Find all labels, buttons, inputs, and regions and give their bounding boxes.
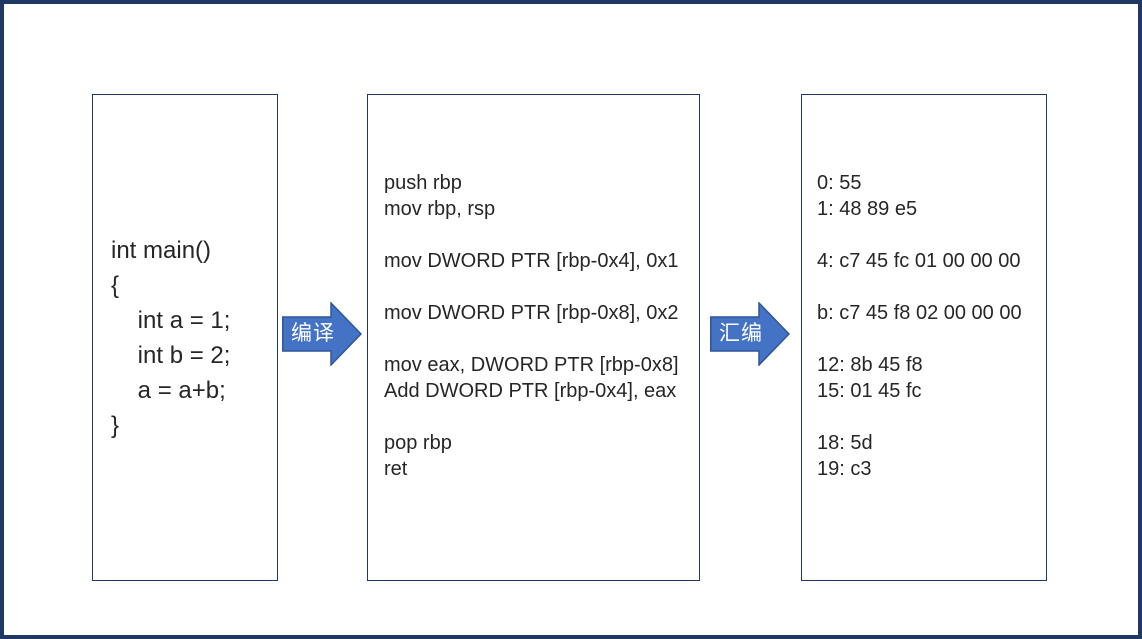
code-line: 4: c7 45 fc 01 00 00 00 xyxy=(817,250,1021,272)
code-line xyxy=(384,404,679,430)
code-line xyxy=(384,326,679,352)
machine-code-text: 0: 55 1: 48 89 e5 4: c7 45 fc 01 00 00 00… xyxy=(817,170,1022,482)
source-code-text: int main() { int a = 1; int b = 2; a = a+… xyxy=(111,233,230,443)
code-line: 12: 8b 45 f8 xyxy=(817,354,923,376)
code-line xyxy=(817,222,1022,248)
assembly-code-text: push rbp mov rbp, rsp mov DWORD PTR [rbp-… xyxy=(384,170,679,482)
code-line xyxy=(384,274,679,300)
code-line: { xyxy=(111,271,120,299)
code-line: mov eax, DWORD PTR [rbp-0x8] xyxy=(384,354,679,376)
code-line: int a = 1; xyxy=(111,306,231,334)
compile-arrow: 编译 xyxy=(282,302,362,366)
code-line: 1: 48 89 e5 xyxy=(817,198,918,220)
code-line: 19: c3 xyxy=(817,458,872,480)
code-line: ret xyxy=(384,458,408,480)
code-line xyxy=(817,326,1022,352)
assembly-code-box: push rbp mov rbp, rsp mov DWORD PTR [rbp-… xyxy=(367,94,700,581)
code-line: a = a+b; xyxy=(111,376,226,404)
code-line: b: c7 45 f8 02 00 00 00 xyxy=(817,302,1022,324)
code-line: mov rbp, rsp xyxy=(384,198,496,220)
code-line: push rbp xyxy=(384,172,462,194)
code-line: } xyxy=(111,411,120,439)
code-line xyxy=(817,274,1022,300)
source-code-box: int main() { int a = 1; int b = 2; a = a+… xyxy=(92,94,278,581)
code-line: pop rbp xyxy=(384,432,452,454)
code-line: 0: 55 xyxy=(817,172,862,194)
right-arrow-icon xyxy=(710,302,790,366)
code-line: 18: 5d xyxy=(817,432,873,454)
code-line: Add DWORD PTR [rbp-0x4], eax xyxy=(384,380,677,402)
code-line: int b = 2; xyxy=(111,341,231,369)
code-line: mov DWORD PTR [rbp-0x8], 0x2 xyxy=(384,302,679,324)
code-line: int main() xyxy=(111,236,212,264)
assemble-arrow-label: 汇编 xyxy=(719,322,763,345)
code-line xyxy=(817,404,1022,430)
assemble-arrow: 汇编 xyxy=(710,302,790,366)
machine-code-box: 0: 55 1: 48 89 e5 4: c7 45 fc 01 00 00 00… xyxy=(801,94,1047,581)
code-line: 15: 01 45 fc xyxy=(817,380,922,402)
right-arrow-icon xyxy=(282,302,362,366)
compile-arrow-label: 编译 xyxy=(291,322,335,345)
code-line: mov DWORD PTR [rbp-0x4], 0x1 xyxy=(384,250,679,272)
code-line xyxy=(384,222,679,248)
